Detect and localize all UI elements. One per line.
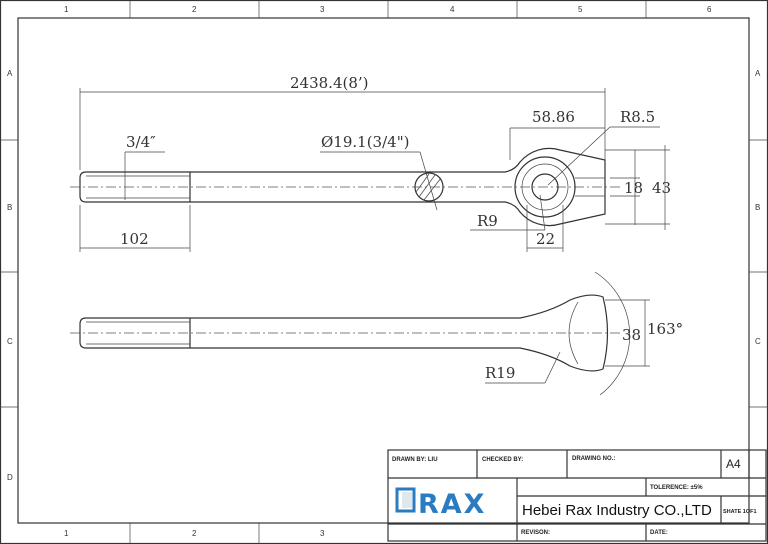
dim-eye-width: 22 [536,230,555,248]
dim-eye-radius: R9 [477,212,498,230]
side-dimensions [485,271,650,396]
paper-size: A4 [726,457,741,471]
dim-bend-radius: R19 [485,364,515,382]
grid-row-a-right: A [755,69,761,78]
dim-thread-length: 102 [120,230,149,248]
grid-labels: 1 2 3 4 5 6 1 2 3 A B C D A B C [7,5,761,538]
dim-rod-diameter: Ø19.1(3/4") [321,133,409,151]
dim-overall-length: 2438.4(8’) [290,74,369,92]
dim-slot-width: 18 [624,179,643,197]
sheet-number: SHATE 1OF1 [723,509,757,515]
grid-col-4: 4 [450,5,455,14]
dim-spoon-angle: 163° [647,320,683,338]
grid-row-c: C [7,337,13,346]
side-view [70,294,620,372]
dim-thread-size: 3/4″ [126,133,156,151]
grid-row-b-right: B [755,203,760,212]
company-name: Hebei Rax Industry CO.,LTD [522,502,712,519]
tolerance: TOLERENCE: ±5% [650,485,703,491]
grid-row-c-right: C [755,337,761,346]
rax-logo: RAX [395,487,487,520]
dim-spoon-width: 38 [622,326,641,344]
title-block [387,449,767,542]
grid-row-b: B [7,203,12,212]
top-dimensions [79,88,670,252]
top-view [70,147,620,227]
grid-col-3: 3 [320,5,325,14]
dim-head-width: 43 [652,179,671,197]
drawing-number: DRAWING NO.: [572,456,615,462]
grid-col-3-bottom: 3 [320,529,325,538]
rod-section [414,172,444,202]
checked-by: CHECKED BY: [482,457,523,463]
drawn-by: DRAWN BY: LIU [392,457,438,463]
grid-col-2-bottom: 2 [192,529,197,538]
grid-col-1: 1 [64,5,69,14]
grid-col-2: 2 [192,5,197,14]
logo-text: RAX [418,489,487,520]
dim-eye-offset: 58.86 [532,108,575,126]
revision: REVISON: [521,530,550,536]
grid-row-d: D [7,473,13,482]
grid-col-6: 6 [707,5,712,14]
grid-col-1-bottom: 1 [64,529,69,538]
date: DATE: [650,530,668,536]
inner-frame [17,17,750,524]
grid-row-a: A [7,69,13,78]
grid-col-5: 5 [578,5,583,14]
dim-hole-radius: R8.5 [620,108,655,126]
